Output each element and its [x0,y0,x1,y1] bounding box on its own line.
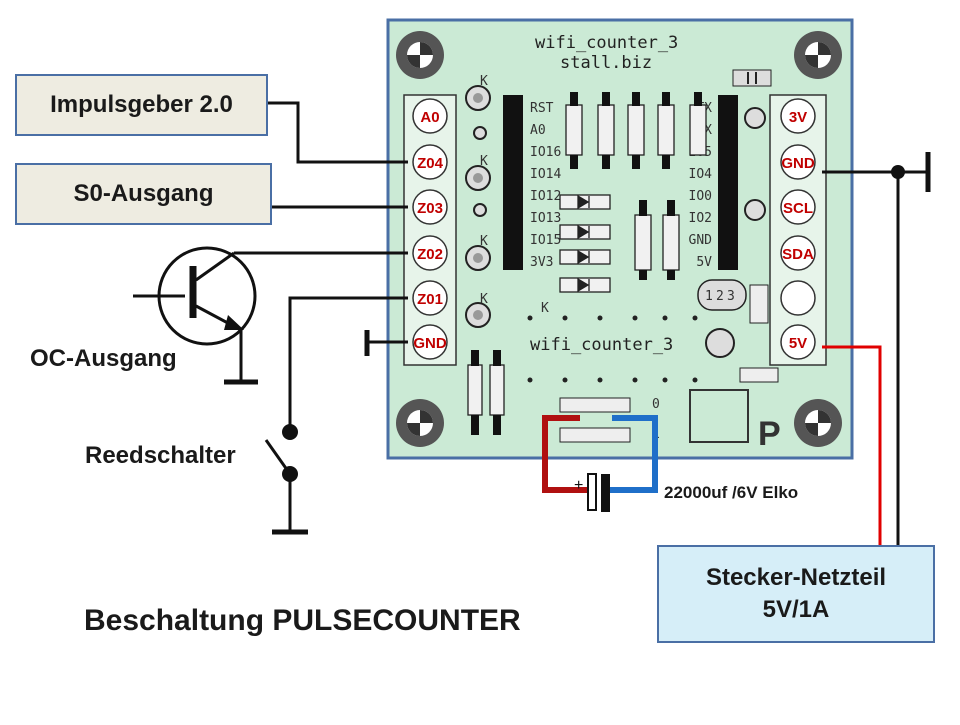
led-k-mark: K [480,234,488,249]
terminal-screw-icon [412,98,448,134]
right-terminal-block: 3V GND SCL SDA 5V [769,94,827,366]
silk-label-left: IO14 [530,167,561,182]
dot-row [527,315,698,383]
module-header-right [718,95,738,270]
led-array: K K K K K [465,74,549,328]
silk-label-right: IO2 [689,211,712,226]
left-pin-label: Z01 [417,291,443,308]
board-url: stall.biz [560,53,652,73]
silk-label-left: IO15 [530,233,561,248]
left-pin-label: Z02 [417,246,443,263]
junction-dot [891,165,905,179]
reed-switch-icon [264,424,298,532]
diode-array [559,194,611,293]
terminal-screw-icon [412,144,448,180]
led-k-mark: K [480,74,488,89]
silk-label-right: IO4 [689,167,713,182]
resistor-array [467,92,707,435]
terminal-screw-icon [780,144,816,180]
silk-label-left: IO16 [530,145,561,160]
reg-pin: 1 [705,289,713,304]
netzteil-line1: Stecker-Netzteil [705,564,887,591]
plus-sign: + [574,477,583,494]
terminal-screw-icon [780,98,816,134]
oc-ausgang-label: OC-Ausgang [30,345,177,372]
pcb-board: wifi_counter_3 stall.biz wifi_counter_3 … [386,18,854,460]
elko-wiring [542,415,658,493]
elko-label: 22000uf /6V Elko [664,483,799,502]
silk-label-right: IO0 [689,189,712,204]
s0-ausgang-label: S0-Ausgang [73,180,214,207]
terminal-screw-icon [412,189,448,225]
elko-icon: + [574,473,610,512]
silk-label-right: 5V [696,255,712,270]
silk-label-left: IO13 [530,211,561,226]
right-pin-label: GND [781,155,815,172]
netzteil-box: Stecker-Netzteil 5V/1A [657,545,935,643]
board-name-top: wifi_counter_3 [535,33,678,53]
terminal-screw-icon [412,280,448,316]
board-name-bottom: wifi_counter_3 [530,335,673,355]
impulsgeber-label: Impulsgeber 2.0 [50,91,233,118]
silk-label-left: 3V3 [530,255,553,270]
page-title: Beschaltung PULSECOUNTER [84,604,521,637]
k-label: K [541,301,549,316]
right-pin-label: SCL [783,200,813,217]
s0-ausgang-box: S0-Ausgang [15,163,272,225]
left-pin-label: Z03 [417,200,443,217]
led-k-mark: K [480,292,488,307]
left-pin-label: Z04 [417,155,444,172]
right-pin-label: SDA [782,246,814,263]
silk-label-left: RST [530,101,554,116]
wires [234,101,928,548]
right-pin-label: 3V [789,109,807,126]
mounting-hole-icon [396,399,444,447]
p-mark: P [758,415,781,453]
terminal-screw-icon [780,280,816,316]
module-header-left [503,95,523,270]
reg-pin: 3 [727,289,735,304]
terminal-screw-icon [412,324,448,360]
mounting-hole-icon [794,31,842,79]
terminal-screw-icon [412,235,448,271]
terminal-screw-icon [780,235,816,271]
left-pin-label: GND [413,335,447,352]
netzteil-line2: 5V/1A [762,596,830,623]
transistor-icon [133,246,257,382]
mounting-hole-icon [794,399,842,447]
cap-pin-0: 0 [652,397,660,412]
left-pin-label: A0 [420,109,439,126]
wire-5v [822,345,882,548]
reedschalter-label: Reedschalter [85,442,236,469]
impulsgeber-box: Impulsgeber 2.0 [15,74,268,136]
mounting-hole-icon [396,31,444,79]
silk-label-left: A0 [530,123,546,138]
terminal-screw-icon [780,189,816,225]
silk-label-right: GND [689,233,713,248]
reg-pin: 2 [716,289,724,304]
silk-label-left: IO12 [530,189,561,204]
right-pin-label: 5V [789,335,807,352]
right-components: 1 2 3 P [689,69,781,453]
led-k-mark: K [480,154,488,169]
terminal-screw-icon [780,324,816,360]
